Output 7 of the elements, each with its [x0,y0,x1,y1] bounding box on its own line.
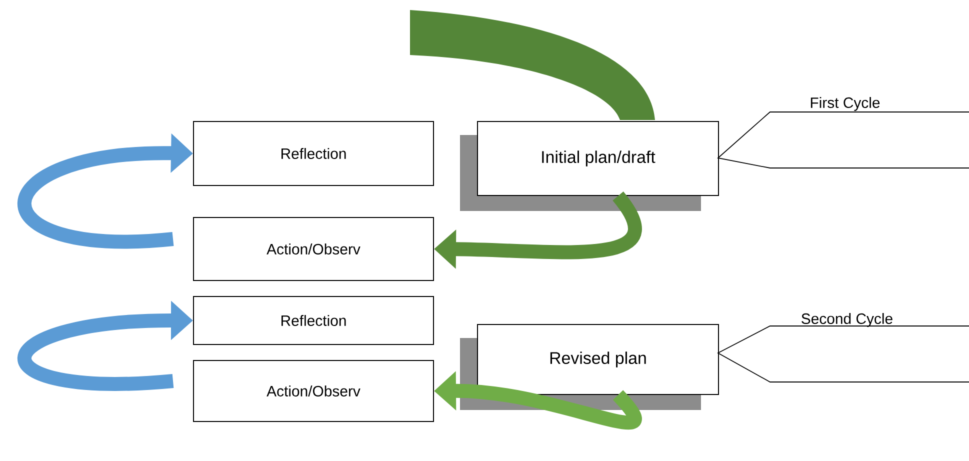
cycle-label: Second Cycle [802,313,892,327]
process-box: Action/Observ [193,360,434,422]
process-box: Reflection [193,296,434,345]
plan-box: Initial plan/draft [460,121,719,211]
process-box: Action/Observ [193,217,434,281]
process-box: Reflection [193,121,434,186]
cycle-label: First Cycle [810,97,880,111]
